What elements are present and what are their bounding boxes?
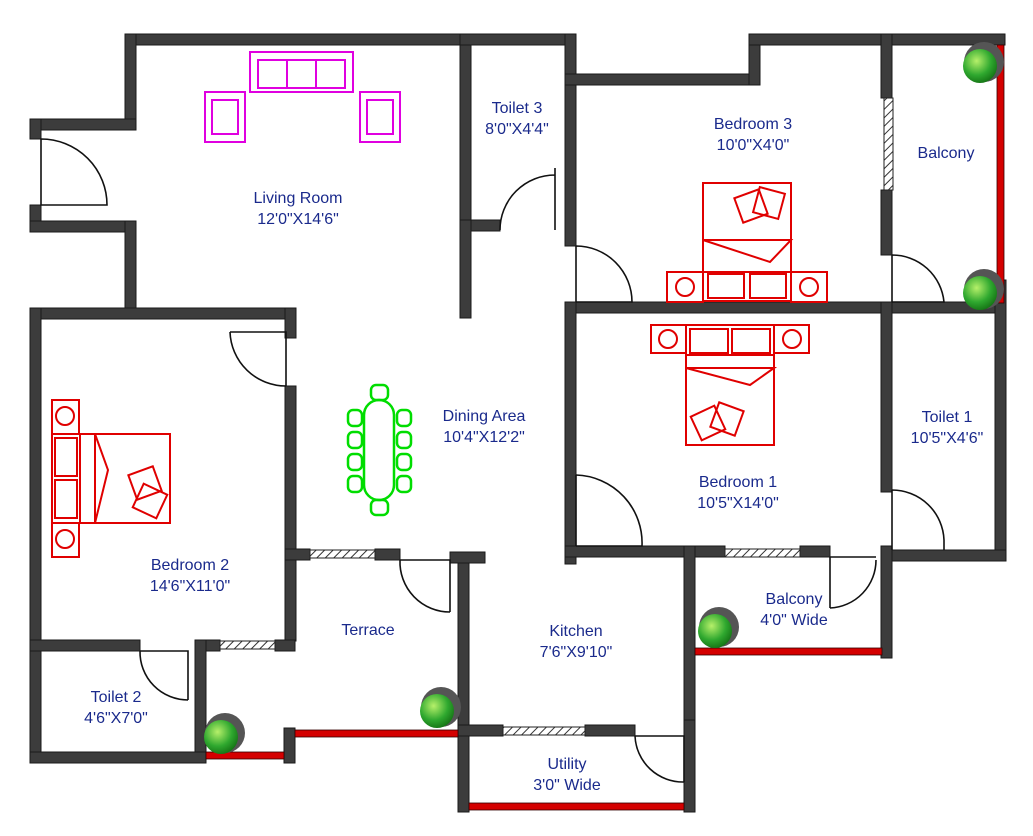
toilet2-door-icon xyxy=(139,650,189,701)
toilet3-size: 8'0"X4'4" xyxy=(485,121,549,138)
bed-bedroom3-icon xyxy=(666,182,828,303)
toilet3-door-icon xyxy=(499,168,556,231)
terrace-door-icon xyxy=(399,559,451,613)
dining-table-icon xyxy=(346,383,413,517)
plant-icon xyxy=(963,42,1004,83)
windows xyxy=(219,97,894,736)
bedroom2-size: 14'6"X11'0" xyxy=(150,578,230,595)
plant-icon xyxy=(204,713,245,754)
plant-icon xyxy=(698,607,739,648)
bedroom3-label: Bedroom 3 xyxy=(714,116,792,133)
dining-area-size: 10'4"X12'2" xyxy=(443,429,525,446)
balcony-door-icon xyxy=(891,254,945,303)
toilet1-size: 10'5"X4'6" xyxy=(911,430,984,447)
bedroom1-label: Bedroom 1 xyxy=(699,474,777,491)
kitchen-size: 7'6"X9'10" xyxy=(540,644,613,661)
sofa-set-icon xyxy=(204,51,401,143)
plant-icon xyxy=(963,269,1004,310)
toilet2-size: 4'6"X7'0" xyxy=(84,710,148,727)
living-room-size: 12'0"X14'6" xyxy=(257,211,339,228)
plants xyxy=(204,42,1004,754)
doors xyxy=(40,138,945,783)
bedroom1-size: 10'5"X14'0" xyxy=(697,495,779,512)
bedroom2-label: Bedroom 2 xyxy=(151,557,229,574)
utility-door-icon xyxy=(634,735,685,783)
bedroom3-door-icon xyxy=(575,245,633,303)
dining-area-label: Dining Area xyxy=(443,408,526,425)
living-room-label: Living Room xyxy=(254,190,343,207)
balcony-mid-label: Balcony xyxy=(766,591,823,608)
plant-icon xyxy=(420,687,461,728)
room-labels: Living Room 12'0"X14'6" Toilet 3 8'0"X4'… xyxy=(84,100,983,794)
toilet2-label: Toilet 2 xyxy=(91,689,142,706)
walls xyxy=(29,33,1007,813)
entry-door-icon xyxy=(40,138,108,206)
toilet1-label: Toilet 1 xyxy=(922,409,973,426)
bed-bedroom1-icon xyxy=(650,324,810,446)
balcony-top-label: Balcony xyxy=(918,145,975,162)
balcony-railings xyxy=(205,44,1005,811)
utility-label: Utility xyxy=(547,756,586,773)
toilet1-door-icon xyxy=(891,489,945,550)
balcony-mid-door-icon xyxy=(829,556,877,609)
terrace-label: Terrace xyxy=(341,622,394,639)
utility-size: 3'0" Wide xyxy=(533,777,601,794)
bed-bedroom2-icon xyxy=(51,399,171,558)
toilet3-label: Toilet 3 xyxy=(492,100,543,117)
kitchen-label: Kitchen xyxy=(549,623,602,640)
bedroom2-door-icon xyxy=(229,331,287,387)
bedroom3-size: 10'0"X4'0" xyxy=(717,137,790,154)
bedroom1-door-icon xyxy=(575,474,643,547)
balcony-mid-size: 4'0" Wide xyxy=(760,612,828,629)
